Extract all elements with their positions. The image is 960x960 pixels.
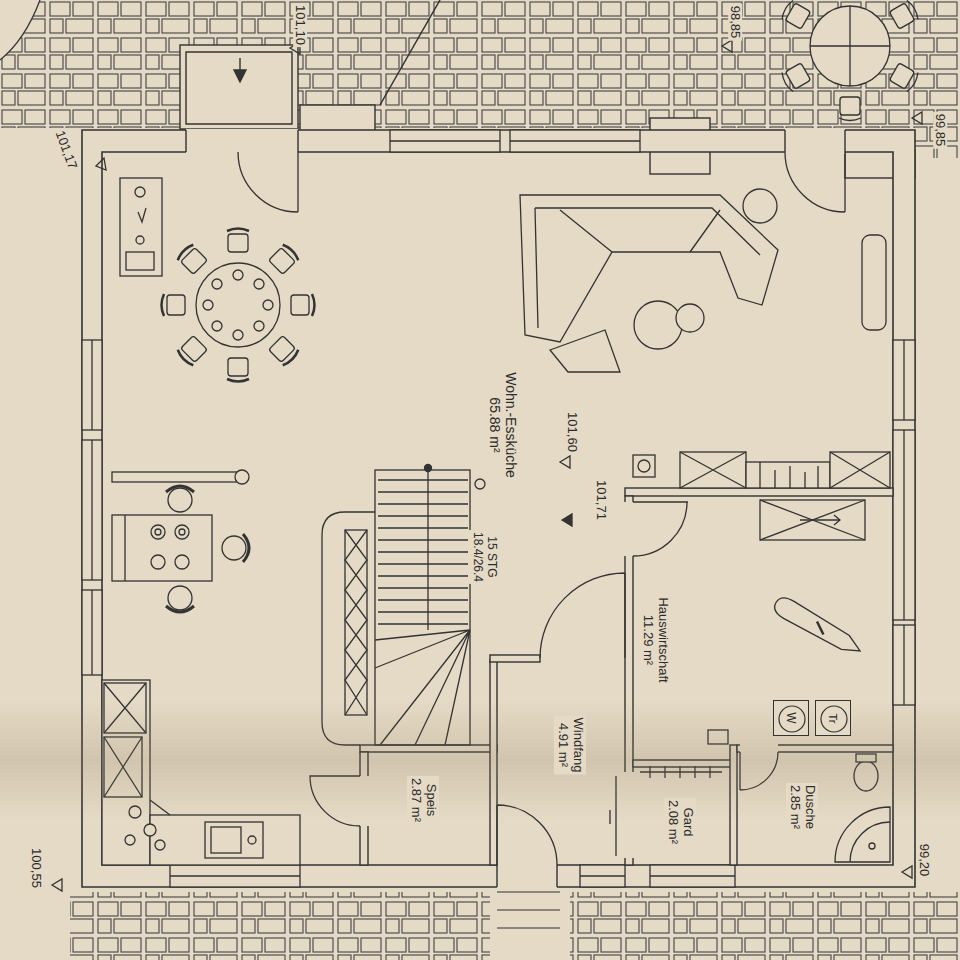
level-value: 99,85 [933, 112, 947, 149]
room-label: 15 STG18.4/26.4 [469, 530, 499, 584]
level-value: 101,71 [594, 478, 608, 522]
room-label: Windfang4.91 m² [554, 716, 586, 775]
room-label: Gard2.08 m² [664, 798, 696, 846]
room-label: Wohn.-Essküche65.88 m² [486, 370, 520, 480]
room-name: 15 STG [484, 532, 498, 582]
appliance-letter: W [785, 712, 797, 723]
room-area-value: 65.88 m² [487, 372, 503, 478]
room-label: Dusche2.85 m² [786, 783, 818, 831]
level-value: 99,20 [917, 842, 931, 879]
room-area: Dusche2.85 m² [737, 752, 893, 865]
room-area: Speis2.87 m² [368, 752, 490, 865]
room-name: Dusche [802, 785, 817, 829]
level-value: 100,55 [29, 846, 43, 890]
level-value: 101,60 [565, 410, 579, 454]
dining-table [162, 229, 315, 382]
appliance-symbol: Tr [815, 700, 851, 736]
room-area: Windfang4.91 m² [497, 662, 625, 865]
level-value: 98,85 [728, 4, 742, 41]
appliance-letter: Tr [827, 713, 838, 723]
room-area-value: 2.85 m² [787, 785, 802, 829]
room-name: Gard [680, 800, 695, 844]
room-area: Hauswirtschaft11.29 m² W Tr [633, 496, 893, 745]
room-name: Hauswirtschaft [655, 597, 670, 682]
level-value: 101,17 [52, 127, 80, 173]
room-area-value: 4.91 m² [555, 718, 570, 773]
room-area: Gard2.08 m² [633, 767, 730, 865]
room-area-value: 2.87 m² [408, 778, 423, 822]
room-label: Hauswirtschaft11.29 m² [639, 595, 671, 684]
room-area-value: 2.08 m² [665, 800, 680, 844]
room-name: Speis [423, 778, 438, 822]
room-name: Windfang [570, 718, 585, 773]
room-label: Speis2.87 m² [407, 776, 439, 824]
terrace-table [780, 0, 920, 120]
porch [180, 45, 915, 178]
room-area: 15 STG18.4/26.4 [372, 470, 500, 660]
room-area: Wohn.-Essküche65.88 m² [102, 152, 893, 488]
appliance-symbol: W [773, 700, 809, 736]
room-area-value: 11.29 m² [640, 597, 655, 682]
room-area-value: 18.4/26.4 [470, 532, 484, 582]
room-name: Wohn.-Essküche [503, 372, 519, 478]
level-value: 101,10 [293, 3, 307, 47]
sofa [520, 189, 886, 372]
